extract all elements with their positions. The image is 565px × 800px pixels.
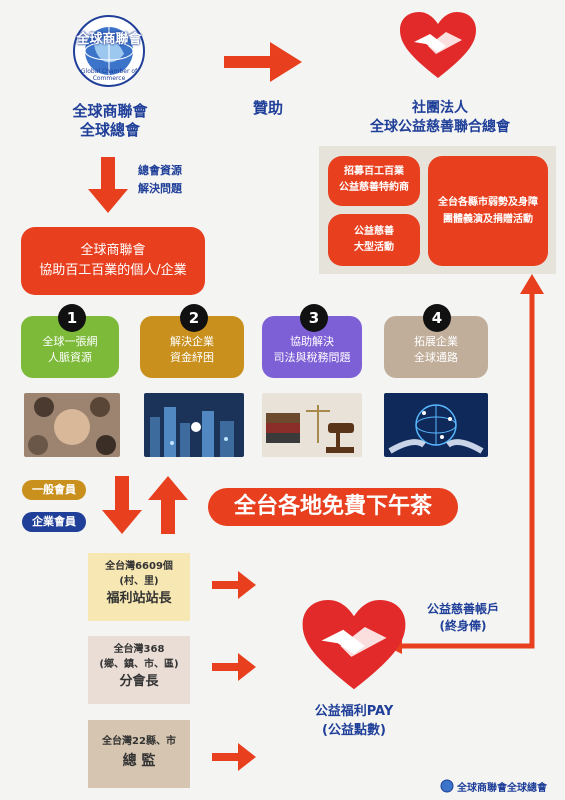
tier-county-title: 總 監	[122, 753, 156, 769]
tier-county: 全台灣22縣、市 總 監	[88, 720, 190, 788]
footer-org-name: 全球商聯會全球總會	[457, 783, 547, 794]
category-2: 解決企業 資金紓困	[140, 316, 244, 378]
category-3: 協助解決 司法與稅務問題	[262, 316, 362, 378]
enterprise-member-pill: 企業會員	[22, 512, 86, 532]
category-3-number: 3	[300, 304, 328, 332]
charity-box-recruit: 招募百工百業 公益慈善特約商	[328, 156, 420, 206]
up-arrow-icon	[146, 474, 190, 540]
charity-box-donation-line1: 全台各縣市弱勢及身障	[438, 197, 538, 208]
right-arrow-icon-3	[210, 741, 258, 777]
charity-box-donation-line2: 團體義演及捐贈活動	[443, 214, 533, 225]
tier-county-line1: 全台灣22縣、市	[102, 736, 176, 747]
tier-village: 全台灣6609個 (村、里) 福利站站長	[88, 553, 190, 621]
tier-township-line1: 全台灣368	[113, 644, 165, 655]
charity-box-event-line1: 公益慈善	[354, 226, 394, 237]
assist-box-line1: 全球商聯會	[80, 243, 146, 258]
photo-global-network	[384, 393, 488, 457]
category-2-line1: 解決企業	[170, 335, 214, 348]
down-arrow-icon	[86, 155, 130, 219]
org-left-line1: 全球商聯會	[72, 102, 148, 120]
tier-township-line2: (鄉、鎮、市、區)	[99, 659, 179, 670]
handshake-heart-icon	[400, 12, 476, 84]
category-4-line2: 全球通路	[414, 351, 458, 364]
photo-law-gavel	[262, 393, 362, 457]
charity-account-line1: 公益慈善帳戶	[426, 602, 499, 616]
tier-village-line2: (村、里)	[119, 576, 159, 587]
general-member-pill: 一般會員	[22, 480, 86, 500]
tier-township: 全台灣368 (鄉、鎮、市、區) 分會長	[88, 636, 190, 704]
charity-account-line2: (終身俸)	[439, 619, 487, 633]
photo-city-network	[144, 393, 244, 457]
category-2-line2: 資金紓困	[170, 351, 214, 364]
category-3-line2: 司法與稅務問題	[273, 351, 351, 364]
category-3-line1: 協助解決	[290, 335, 334, 348]
photo-teamwork-hands	[24, 393, 120, 457]
charity-box-event-line2: 大型活動	[354, 242, 394, 253]
category-1-line2: 人脈資源	[48, 351, 92, 364]
category-2-number: 2	[180, 304, 208, 332]
charity-box-recruit-line1: 招募百工百業	[344, 166, 404, 177]
footer-logo-icon	[440, 778, 454, 797]
logo-ring-text: Global Chamber of Commerce	[80, 68, 138, 82]
pay-line2: (公益點數)	[322, 723, 386, 738]
category-4: 拓展企業 全球通路	[384, 316, 488, 378]
assist-box-line2: 協助百工百業的個人/企業	[39, 263, 187, 278]
right-arrow-icon-2	[210, 651, 258, 687]
handshake-heart-icon-bottom	[302, 600, 406, 696]
right-arrow-icon-1	[210, 569, 258, 605]
resources-line1: 總會資源	[138, 164, 182, 177]
category-4-number: 4	[423, 304, 451, 332]
tier-village-line1: 全台灣6609個	[105, 561, 173, 572]
category-1-line1: 全球一張網	[42, 335, 98, 348]
sponsor-label: 贊助	[252, 99, 283, 117]
org-left-line2: 全球總會	[79, 121, 140, 139]
category-1-number: 1	[58, 304, 86, 332]
charity-box-event: 公益慈善 大型活動	[328, 214, 420, 266]
charity-box-recruit-line2: 公益慈善特約商	[339, 182, 409, 193]
org-right-line2: 全球公益慈善聯合總會	[370, 119, 510, 135]
charity-box-donation: 全台各縣市弱勢及身障 團體義演及捐贈活動	[428, 156, 548, 266]
globe-logo	[72, 14, 146, 88]
pay-line1: 公益福利PAY	[314, 704, 394, 719]
down-arrow-icon-2	[100, 474, 144, 540]
sponsor-arrow-icon	[222, 40, 304, 88]
tier-village-title: 福利站站長	[106, 591, 172, 606]
logo-title: 全球商聯會	[76, 32, 142, 47]
resources-line2: 解決問題	[138, 182, 182, 195]
category-4-line1: 拓展企業	[414, 335, 458, 348]
tier-township-title: 分會長	[119, 674, 159, 689]
free-tea-banner: 全台各地免費下午茶	[208, 488, 458, 526]
org-right-line1: 社團法人	[412, 100, 468, 116]
assist-box: 全球商聯會 協助百工百業的個人/企業	[21, 227, 205, 295]
